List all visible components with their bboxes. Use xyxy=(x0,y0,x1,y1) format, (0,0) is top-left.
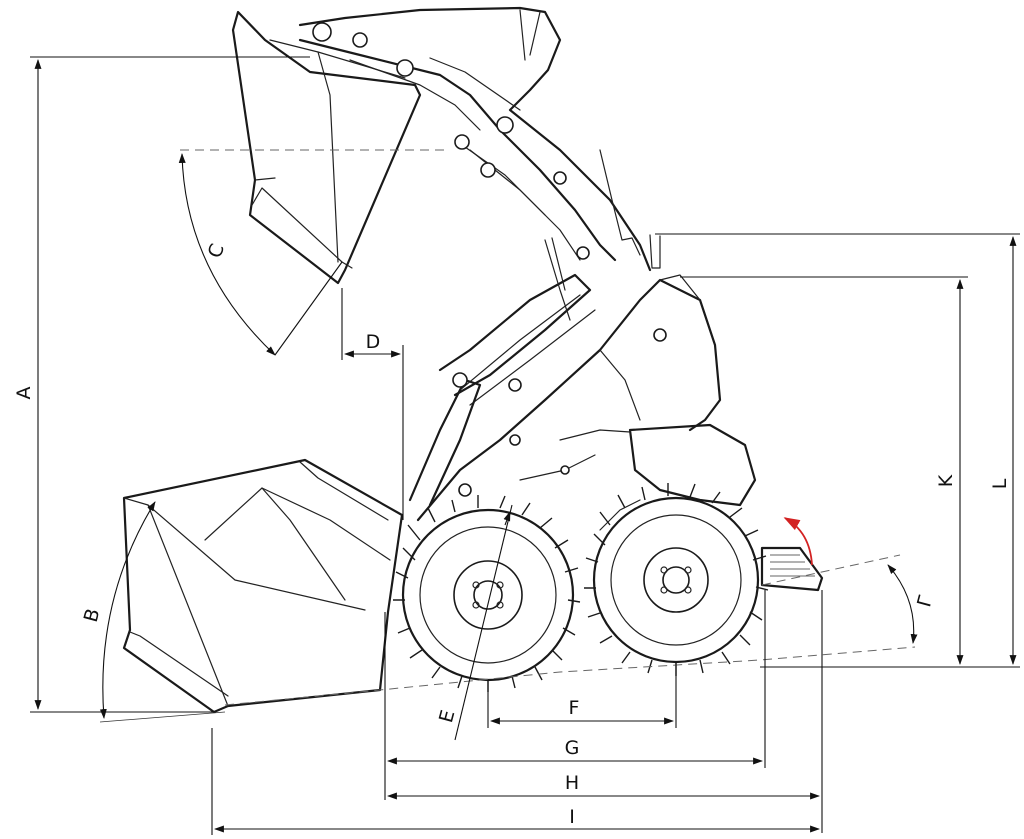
label-I: I xyxy=(569,806,575,828)
label-B: B xyxy=(80,606,105,624)
lift-arm xyxy=(298,6,661,272)
dimension-G xyxy=(384,590,766,800)
label-L: L xyxy=(989,478,1011,489)
dimension-gamma xyxy=(887,564,918,644)
dimension-F xyxy=(487,662,677,728)
dimension-H xyxy=(387,590,823,833)
dimension-C xyxy=(178,153,343,356)
rear-wheel xyxy=(584,483,769,676)
dimension-A xyxy=(30,56,310,713)
label-E: E xyxy=(435,708,459,725)
lowered-bucket xyxy=(122,458,404,714)
label-gamma: Γ xyxy=(913,593,937,609)
label-A: A xyxy=(13,387,35,400)
tilt-arrow xyxy=(783,517,813,566)
chassis xyxy=(416,274,757,522)
label-H: H xyxy=(565,772,579,794)
front-wheel xyxy=(393,495,581,692)
raised-bucket xyxy=(231,10,422,285)
dimension-D xyxy=(341,288,404,520)
dimension-I xyxy=(211,728,820,835)
dimension-K xyxy=(680,276,968,668)
label-F: F xyxy=(569,697,580,719)
label-G: G xyxy=(565,737,580,759)
label-D: D xyxy=(366,331,381,353)
label-C: C xyxy=(204,241,229,261)
hydraulic-cylinders xyxy=(408,237,596,507)
dimension-B xyxy=(99,501,156,719)
rear-step xyxy=(760,546,824,592)
reference-lines xyxy=(99,149,916,723)
dimension-L xyxy=(655,233,1020,668)
label-K: K xyxy=(935,474,957,487)
dimension-E xyxy=(454,504,513,741)
